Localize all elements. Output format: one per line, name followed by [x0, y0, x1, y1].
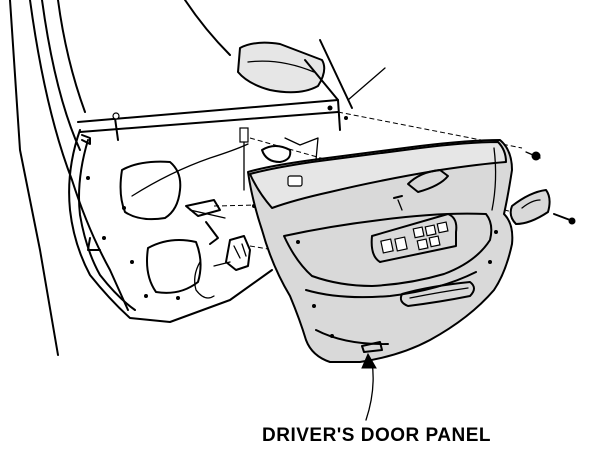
- car-body-frame: [9, 0, 231, 356]
- window-frame: [77, 39, 386, 133]
- inner-door-frame: [68, 105, 348, 323]
- upper-clip: [525, 151, 541, 161]
- side-mirror: [237, 41, 326, 94]
- leader-arrow: [361, 352, 377, 421]
- drivers-door-panel: [247, 139, 514, 363]
- diagram-caption: DRIVER'S DOOR PANEL: [262, 425, 492, 446]
- panel-screw: [393, 195, 403, 211]
- inside-handle-bezel: [509, 189, 576, 225]
